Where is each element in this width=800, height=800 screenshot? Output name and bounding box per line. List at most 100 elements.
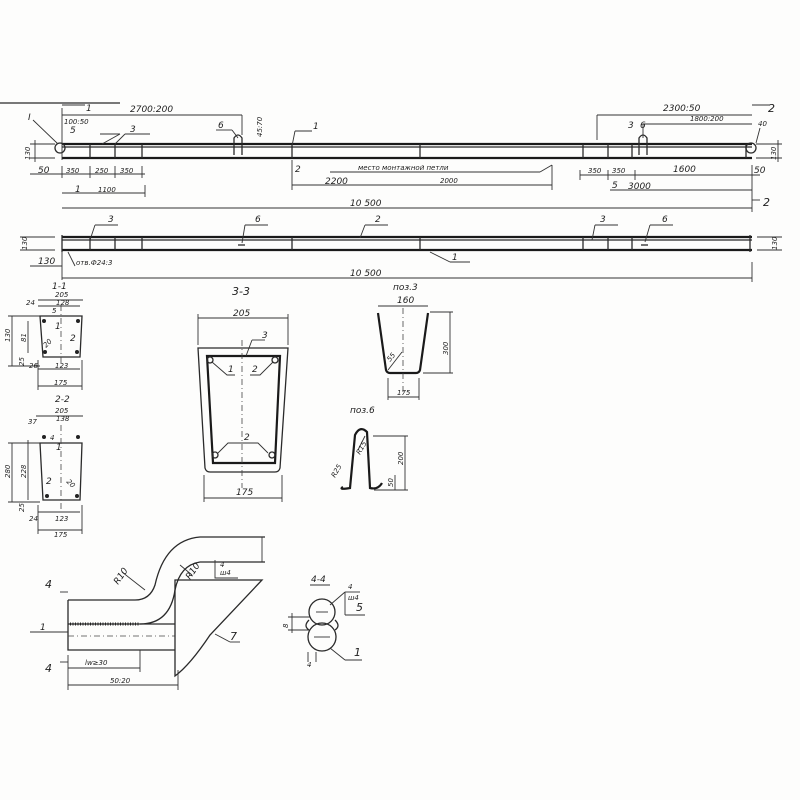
section-mark: 2 — [763, 196, 770, 209]
top-beam-elevation: 1 2700:200 I 100:50 5 3 6 1 45:70 130 50… — [0, 102, 782, 212]
dimension-label: 20 — [42, 337, 54, 349]
position-label: 6 — [218, 121, 224, 131]
dimension-label: 175 — [236, 488, 253, 498]
dimension-label: 130 — [771, 236, 779, 250]
dimension-label: 37 — [28, 418, 37, 426]
bar-1-circle — [307, 622, 337, 652]
position-label: 2 — [252, 365, 258, 375]
dimension-label: 350 — [120, 167, 134, 175]
position-label: 1 — [55, 322, 61, 332]
dimension-label: 25 — [18, 503, 26, 512]
detail-mark: I — [28, 113, 31, 123]
dimension-label: 160 — [397, 296, 414, 306]
dimension-label: 2700:200 — [130, 105, 173, 115]
dimension-label: 10 500 — [350, 269, 382, 279]
stirrup — [205, 354, 282, 465]
dimension-label: 50 — [387, 478, 395, 487]
dimension-label: 1600 — [673, 165, 696, 175]
section-mark: 4 — [45, 662, 52, 675]
lifting-loop-left — [233, 134, 243, 155]
dimension-label: 50 — [754, 166, 766, 176]
bar-1 — [67, 600, 175, 651]
dimension-label: lw≥30 — [85, 659, 108, 667]
position-label: 1 — [313, 122, 319, 132]
position-label: 7 — [230, 630, 237, 643]
position-6-detail: поз.6 200 50 R25 R15 — [330, 406, 408, 491]
concrete-break — [174, 579, 264, 678]
position-label: 5 — [356, 601, 363, 614]
position-3-detail: поз.3 160 300 175 55 — [376, 283, 453, 400]
lifting-loop-note: место монтажной петли — [358, 164, 449, 172]
position-label: 1 — [452, 253, 458, 263]
dimension-label: 205 — [55, 407, 69, 415]
position-label: 2 — [244, 433, 250, 443]
dimension-label: 128 — [56, 299, 70, 307]
dimension-label: R25 — [330, 463, 344, 479]
dimension-label: 1800:200 — [690, 115, 724, 123]
weld-label: 4 — [348, 583, 352, 591]
position-label: 2 — [46, 477, 52, 487]
section-mark: 2 — [768, 102, 775, 115]
dimension-label: 175 — [54, 379, 68, 387]
dimension-label: 350 — [66, 167, 80, 175]
dimension-label: 175 — [54, 531, 68, 539]
dimension-label: 280 — [4, 464, 12, 478]
plan-view-beam: 3 6 2 3 6 1 130 130 130 отв.Ф24:3 10 500 — [20, 215, 782, 282]
bar-5-circle — [308, 598, 336, 626]
dimension-label: 350 — [588, 167, 602, 175]
dimension-label: 20 — [65, 478, 77, 490]
position-label: 5 — [70, 126, 76, 136]
position-label: 6 — [662, 215, 668, 225]
position-label: 1 — [40, 623, 46, 633]
section-title: 1-1 — [52, 282, 67, 292]
dimension-label: 24 — [26, 299, 35, 307]
dimension-label: 350 — [612, 167, 626, 175]
dimension-label: 1100 — [98, 186, 116, 194]
section-outline — [39, 315, 83, 358]
dimension-label: 2000 — [440, 177, 458, 185]
dimension-label: 130 — [21, 236, 29, 250]
position-label: 2 — [375, 215, 381, 225]
dimension-label: 55 — [385, 351, 397, 363]
dimension-label: 26 — [29, 362, 38, 370]
section-title: 4-4 — [311, 575, 326, 585]
dimension-label: 5 — [52, 307, 57, 315]
dimension-label: 250 — [95, 167, 109, 175]
position-label: 6 — [255, 215, 261, 225]
dimension-lines — [30, 104, 782, 212]
position-label: 3 — [628, 121, 634, 131]
position-label: 3 — [262, 331, 268, 341]
stirrups — [89, 144, 747, 158]
dimension-label: 24 — [29, 515, 38, 523]
position-label: 3 — [600, 215, 606, 225]
position-label: 3 — [108, 215, 114, 225]
dimension-label: 2300:50 — [663, 104, 701, 114]
weld-label: ш4 — [348, 594, 359, 602]
dimension-label: 130 — [24, 146, 32, 160]
weld-label: ш4 — [220, 569, 231, 577]
dimension-label: 45:70 — [256, 116, 264, 137]
section-outline — [197, 347, 289, 473]
dimension-label: 200 — [397, 451, 405, 465]
dimension-label: 50:20 — [110, 677, 131, 685]
dimension-label: 2200 — [325, 177, 348, 187]
section-4-4: 4-4 4 ш4 5 1 8 4 — [282, 575, 365, 669]
dimension-label: 130 — [770, 146, 778, 160]
section-mark: 5 — [612, 181, 618, 191]
end-circle-left — [54, 142, 66, 154]
section-mark: 1 — [75, 185, 81, 195]
position-label: 1 — [56, 443, 62, 453]
dimension-label: 130 — [38, 257, 55, 267]
position-label: 3 — [130, 125, 136, 135]
dimension-label: 4 — [307, 661, 311, 669]
section-outline — [39, 442, 83, 501]
detail-title: поз.3 — [393, 283, 418, 293]
position-label: 2 — [70, 334, 76, 344]
dimension-label: 3000 — [628, 182, 651, 192]
dimension-label: 100:50 — [64, 118, 89, 126]
position-label: 4 — [50, 434, 54, 442]
dimension-label: 40 — [758, 120, 767, 128]
position-label: 2 — [295, 165, 301, 175]
